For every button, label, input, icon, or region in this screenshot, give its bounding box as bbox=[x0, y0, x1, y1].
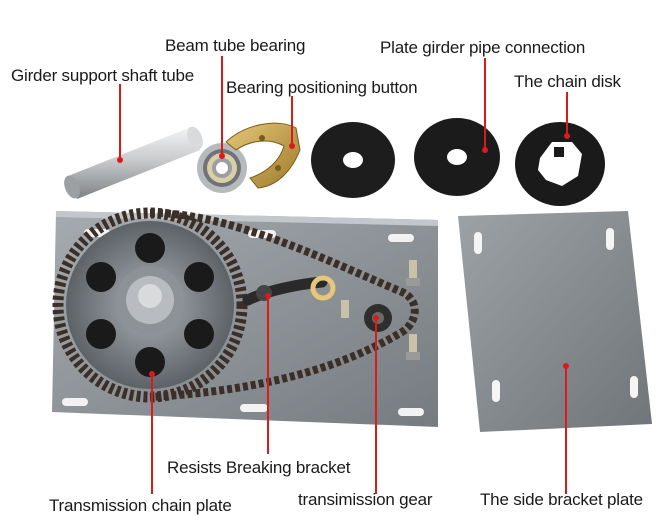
shaft-tube bbox=[64, 126, 203, 199]
label-bearing-positioning-button: Bearing positioning button bbox=[226, 78, 418, 97]
label-beam-tube-bearing: Beam tube bearing bbox=[165, 36, 306, 55]
side-bracket-plate bbox=[458, 211, 652, 432]
chain bbox=[149, 208, 419, 401]
leader-lines bbox=[119, 56, 568, 494]
label-transmission-chain-plate: Transmission chain plate bbox=[49, 496, 232, 515]
sprocket-gear bbox=[52, 207, 248, 403]
rubber-disk-1 bbox=[311, 122, 395, 198]
label-plate-girder-pipe-connection: Plate girder pipe connection bbox=[380, 38, 586, 57]
label-girder-support-shaft-tube: Girder support shaft tube bbox=[11, 66, 195, 85]
label-resists-breaking-bracket: Resists Breaking bracket bbox=[167, 458, 351, 477]
rubber-disk-2 bbox=[414, 118, 500, 196]
chain-disk bbox=[515, 122, 605, 206]
positioning-button bbox=[225, 122, 301, 189]
bolts bbox=[341, 260, 420, 360]
label-chain-disk: The chain disk bbox=[514, 72, 621, 91]
bearing bbox=[197, 143, 247, 193]
label-side-bracket-plate: The side bracket plate bbox=[480, 490, 643, 509]
leader-dots bbox=[117, 133, 570, 377]
label-transmission-gear: transimission gear bbox=[298, 490, 433, 509]
